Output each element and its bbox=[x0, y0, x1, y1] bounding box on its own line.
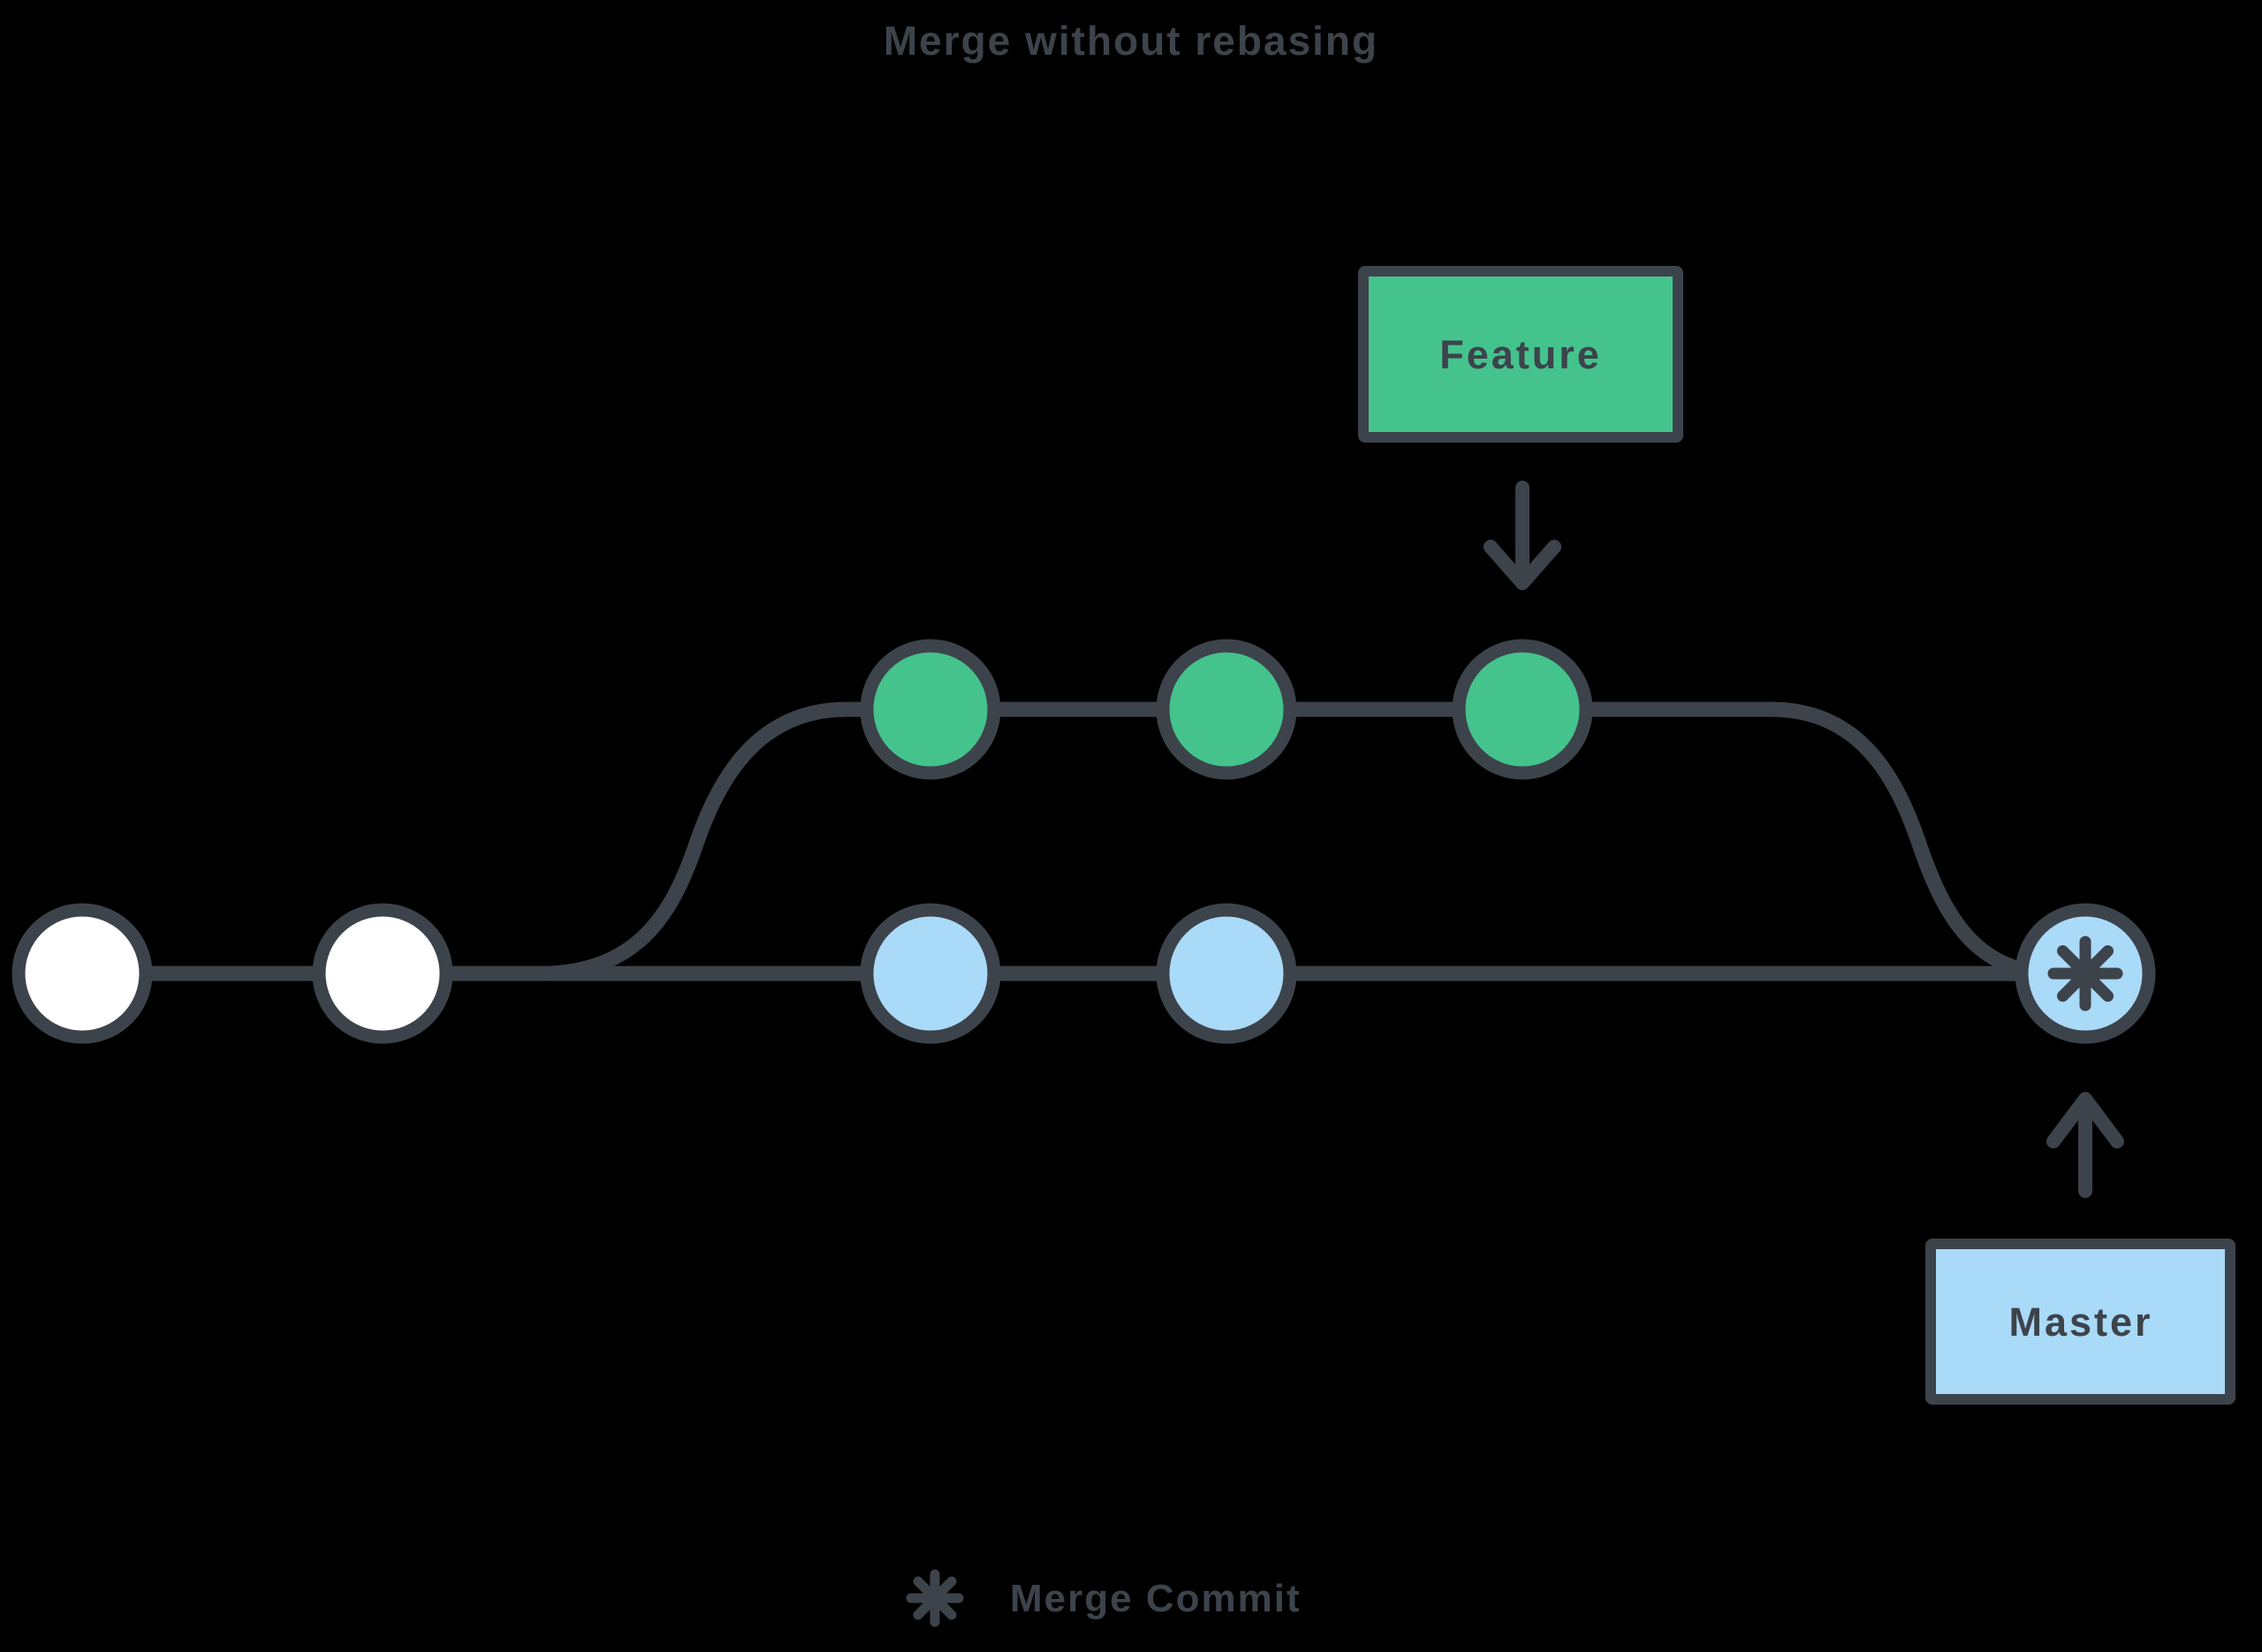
master-label-box bbox=[1925, 1239, 2235, 1405]
commit-feature-2 bbox=[1156, 639, 1297, 780]
diagram-title: Merge without rebasing bbox=[884, 18, 1378, 64]
feature-branch-line bbox=[540, 701, 2056, 981]
commit-feature-3 bbox=[1452, 639, 1593, 780]
legend-merge-commit-label: Merge Commit bbox=[1010, 1577, 1302, 1620]
feature-label-box bbox=[1358, 266, 1683, 443]
arrow-down-icon bbox=[1484, 481, 1561, 590]
arrow-up-icon bbox=[2046, 1092, 2124, 1198]
merge-commit-asterisk-icon bbox=[2047, 936, 2123, 1012]
commit-base-2 bbox=[312, 903, 453, 1044]
commit-feature-1 bbox=[860, 639, 1001, 780]
commit-master-1 bbox=[860, 903, 1001, 1044]
feature-label: Feature bbox=[1439, 332, 1602, 377]
commit-base-1 bbox=[11, 903, 153, 1044]
master-label: Master bbox=[2008, 1300, 2152, 1345]
commit-master-2 bbox=[1156, 903, 1297, 1044]
legend-merge-commit-icon bbox=[906, 1569, 964, 1627]
